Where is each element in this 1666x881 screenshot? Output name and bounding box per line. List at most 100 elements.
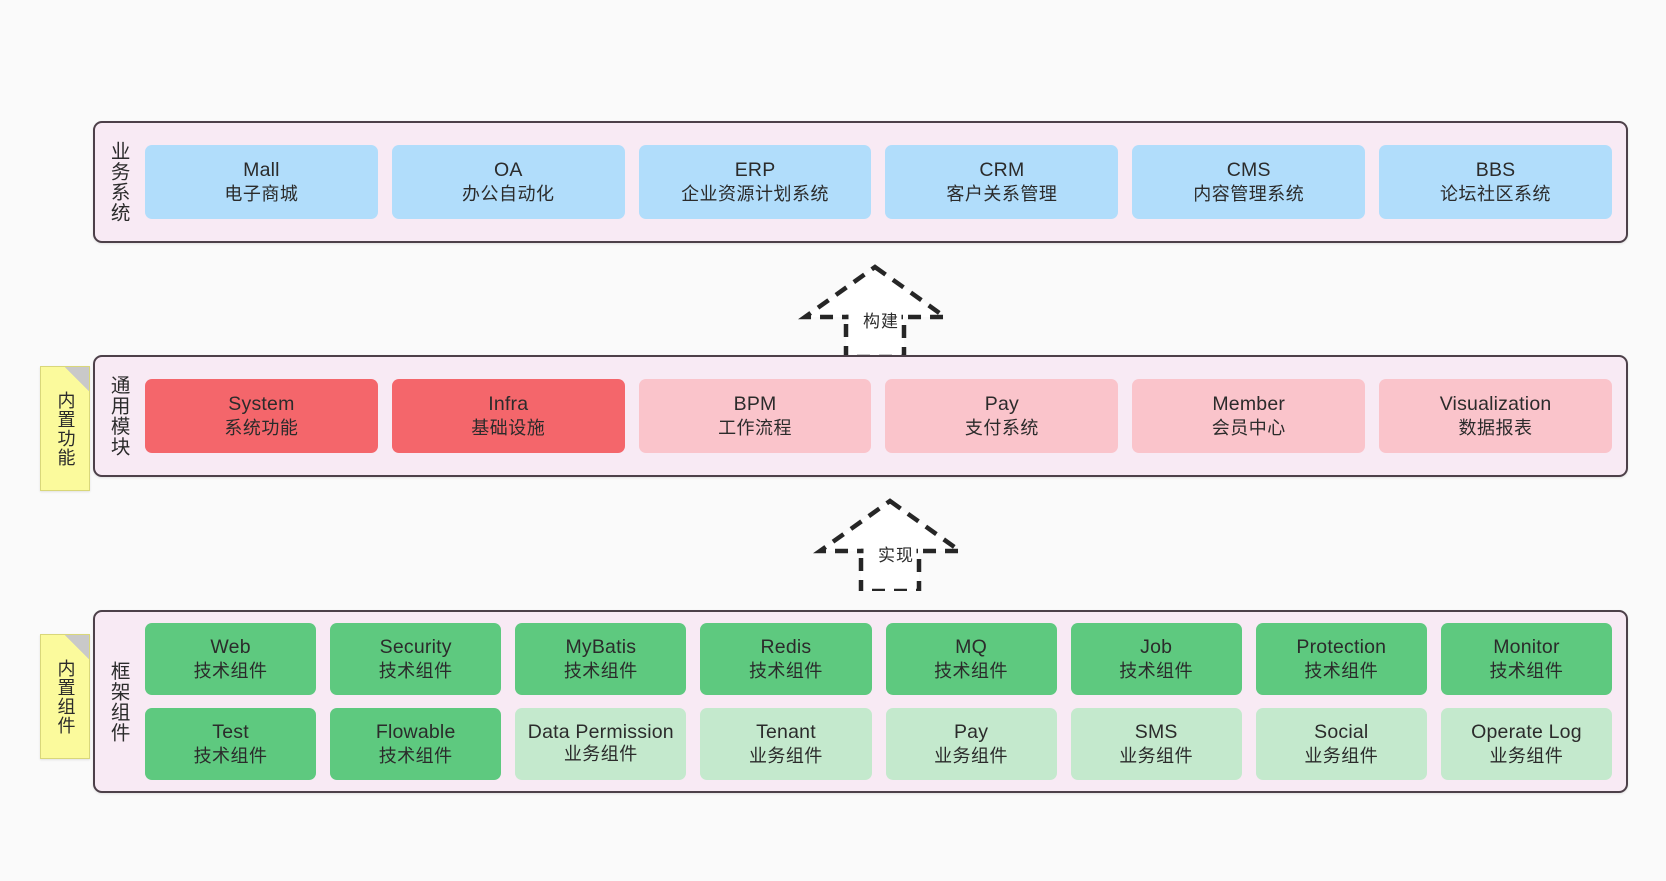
module-name: OA — [493, 159, 523, 182]
module-subtitle: 会员中心 — [1211, 417, 1286, 438]
component-subtitle: 技术组件 — [378, 745, 453, 766]
module-name: Visualization — [1439, 393, 1552, 416]
layer-title-framework: 框架组件 — [107, 660, 130, 743]
connector-implement-arrow: 实现 — [810, 496, 970, 594]
component-name: MQ — [955, 636, 987, 659]
note-builtin-function: 内置功能 — [40, 366, 90, 491]
connector-implement-label: 实现 — [878, 546, 914, 565]
component-name: Job — [1140, 636, 1173, 659]
component-card-pay[interactable]: Pay 业务组件 — [885, 708, 1057, 780]
module-name: System — [228, 393, 295, 416]
component-card-mq[interactable]: MQ 技术组件 — [885, 623, 1057, 695]
component-subtitle: 技术组件 — [563, 660, 638, 681]
component-name: Web — [210, 636, 251, 659]
component-card-protection[interactable]: Protection 技术组件 — [1255, 623, 1427, 695]
component-subtitle: 技术组件 — [934, 660, 1009, 681]
module-subtitle: 办公自动化 — [461, 183, 555, 204]
component-subtitle: 技术组件 — [748, 660, 823, 681]
note-label: 内置功能 — [55, 390, 76, 467]
component-subtitle: 业务组件 — [934, 745, 1009, 766]
component-card-sms[interactable]: SMS 业务组件 — [1070, 708, 1242, 780]
component-name: Redis — [760, 636, 812, 659]
module-name: Pay — [984, 393, 1019, 416]
component-subtitle: 业务组件 — [748, 745, 823, 766]
component-card-flowable[interactable]: Flowable 技术组件 — [330, 708, 502, 780]
layer-framework-component: 框架组件 Web 技术组件 Security 技术组件 MyBatis 技术组件… — [93, 610, 1628, 793]
layer-body-common: System 系统功能 Infra 基础设施 BPM 工作流程 Pay 支付系统… — [141, 357, 1626, 475]
module-card-mall[interactable]: Mall 电子商城 — [145, 145, 378, 219]
module-subtitle: 系统功能 — [224, 417, 299, 438]
component-subtitle: 业务组件 — [1304, 745, 1379, 766]
component-card-test[interactable]: Test 技术组件 — [145, 708, 317, 780]
module-name: BBS — [1475, 159, 1516, 182]
layer-title-business: 业务系统 — [107, 141, 130, 223]
component-name: Operate Log — [1471, 721, 1582, 744]
component-name: MyBatis — [565, 636, 637, 659]
component-card-redis[interactable]: Redis 技术组件 — [700, 623, 872, 695]
component-card-web[interactable]: Web 技术组件 — [145, 623, 317, 695]
component-card-security[interactable]: Security 技术组件 — [330, 623, 502, 695]
cell-row: System 系统功能 Infra 基础设施 BPM 工作流程 Pay 支付系统… — [145, 379, 1612, 453]
implement-arrow-svg — [812, 498, 968, 594]
component-subtitle: 技术组件 — [1304, 660, 1379, 681]
cell-row: Mall 电子商城 OA 办公自动化 ERP 企业资源计划系统 CRM 客户关系… — [145, 145, 1612, 219]
note-fold-corner — [65, 367, 89, 391]
module-card-oa[interactable]: OA 办公自动化 — [391, 145, 625, 219]
module-card-system[interactable]: System 系统功能 — [145, 379, 378, 453]
connector-build-arrow: 构建 — [795, 262, 955, 360]
component-card-data-permission[interactable]: Data Permission 业务组件 — [515, 708, 687, 780]
module-subtitle: 电子商城 — [224, 183, 299, 204]
module-subtitle: 支付系统 — [964, 417, 1039, 438]
module-subtitle: 基础设施 — [471, 417, 546, 438]
module-subtitle: 数据报表 — [1458, 417, 1533, 438]
module-card-bbs[interactable]: BBS 论坛社区系统 — [1379, 145, 1612, 219]
module-card-erp[interactable]: ERP 企业资源计划系统 — [638, 145, 872, 219]
module-name: BPM — [733, 393, 777, 416]
component-name: Test — [212, 721, 249, 744]
component-subtitle: 技术组件 — [193, 660, 268, 681]
module-name: Mall — [243, 159, 280, 182]
module-name: ERP — [734, 159, 776, 182]
layer-title-common: 通用模块 — [107, 375, 130, 457]
component-subtitle: 技术组件 — [378, 660, 453, 681]
build-arrow-svg — [797, 264, 953, 360]
component-name: Security — [379, 636, 452, 659]
component-name: Flowable — [375, 721, 456, 744]
component-name: Social — [1314, 721, 1369, 744]
note-builtin-component: 内置组件 — [40, 634, 90, 759]
component-subtitle: 业务组件 — [563, 744, 638, 765]
module-card-member[interactable]: Member 会员中心 — [1132, 379, 1366, 453]
module-subtitle: 论坛社区系统 — [1440, 183, 1552, 204]
component-name: SMS — [1134, 721, 1178, 744]
component-name: Pay — [953, 721, 989, 744]
module-name: CMS — [1226, 159, 1271, 182]
note-fold-corner — [65, 635, 89, 659]
module-card-crm[interactable]: CRM 客户关系管理 — [885, 145, 1119, 219]
component-card-monitor[interactable]: Monitor 技术组件 — [1440, 623, 1612, 695]
layer-body-framework: Web 技术组件 Security 技术组件 MyBatis 技术组件 Redi… — [141, 612, 1626, 791]
module-card-pay[interactable]: Pay 支付系统 — [885, 379, 1119, 453]
component-subtitle: 技术组件 — [193, 745, 268, 766]
module-card-infra[interactable]: Infra 基础设施 — [391, 379, 625, 453]
layer-business-system: 业务系统 Mall 电子商城 OA 办公自动化 ERP 企业资源计划系统 CRM… — [93, 121, 1628, 243]
component-card-tenant[interactable]: Tenant 业务组件 — [700, 708, 872, 780]
component-card-operate-log[interactable]: Operate Log 业务组件 — [1440, 708, 1612, 780]
module-card-bpm[interactable]: BPM 工作流程 — [638, 379, 872, 453]
module-name: Infra — [488, 393, 529, 416]
module-card-visualization[interactable]: Visualization 数据报表 — [1379, 379, 1612, 453]
component-card-job[interactable]: Job 技术组件 — [1070, 623, 1242, 695]
module-subtitle: 企业资源计划系统 — [681, 183, 830, 204]
component-subtitle: 业务组件 — [1489, 745, 1564, 766]
component-name: Protection — [1296, 636, 1387, 659]
module-card-cms[interactable]: CMS 内容管理系统 — [1132, 145, 1366, 219]
module-name: CRM — [979, 159, 1025, 182]
component-name: Monitor — [1493, 636, 1560, 659]
component-subtitle: 技术组件 — [1119, 660, 1194, 681]
component-card-social[interactable]: Social 业务组件 — [1255, 708, 1427, 780]
cell-row: Test 技术组件 Flowable 技术组件 Data Permission … — [145, 708, 1612, 780]
component-card-mybatis[interactable]: MyBatis 技术组件 — [515, 623, 687, 695]
component-subtitle: 业务组件 — [1119, 745, 1194, 766]
note-label: 内置组件 — [55, 658, 76, 735]
layer-body-business: Mall 电子商城 OA 办公自动化 ERP 企业资源计划系统 CRM 客户关系… — [141, 123, 1626, 241]
